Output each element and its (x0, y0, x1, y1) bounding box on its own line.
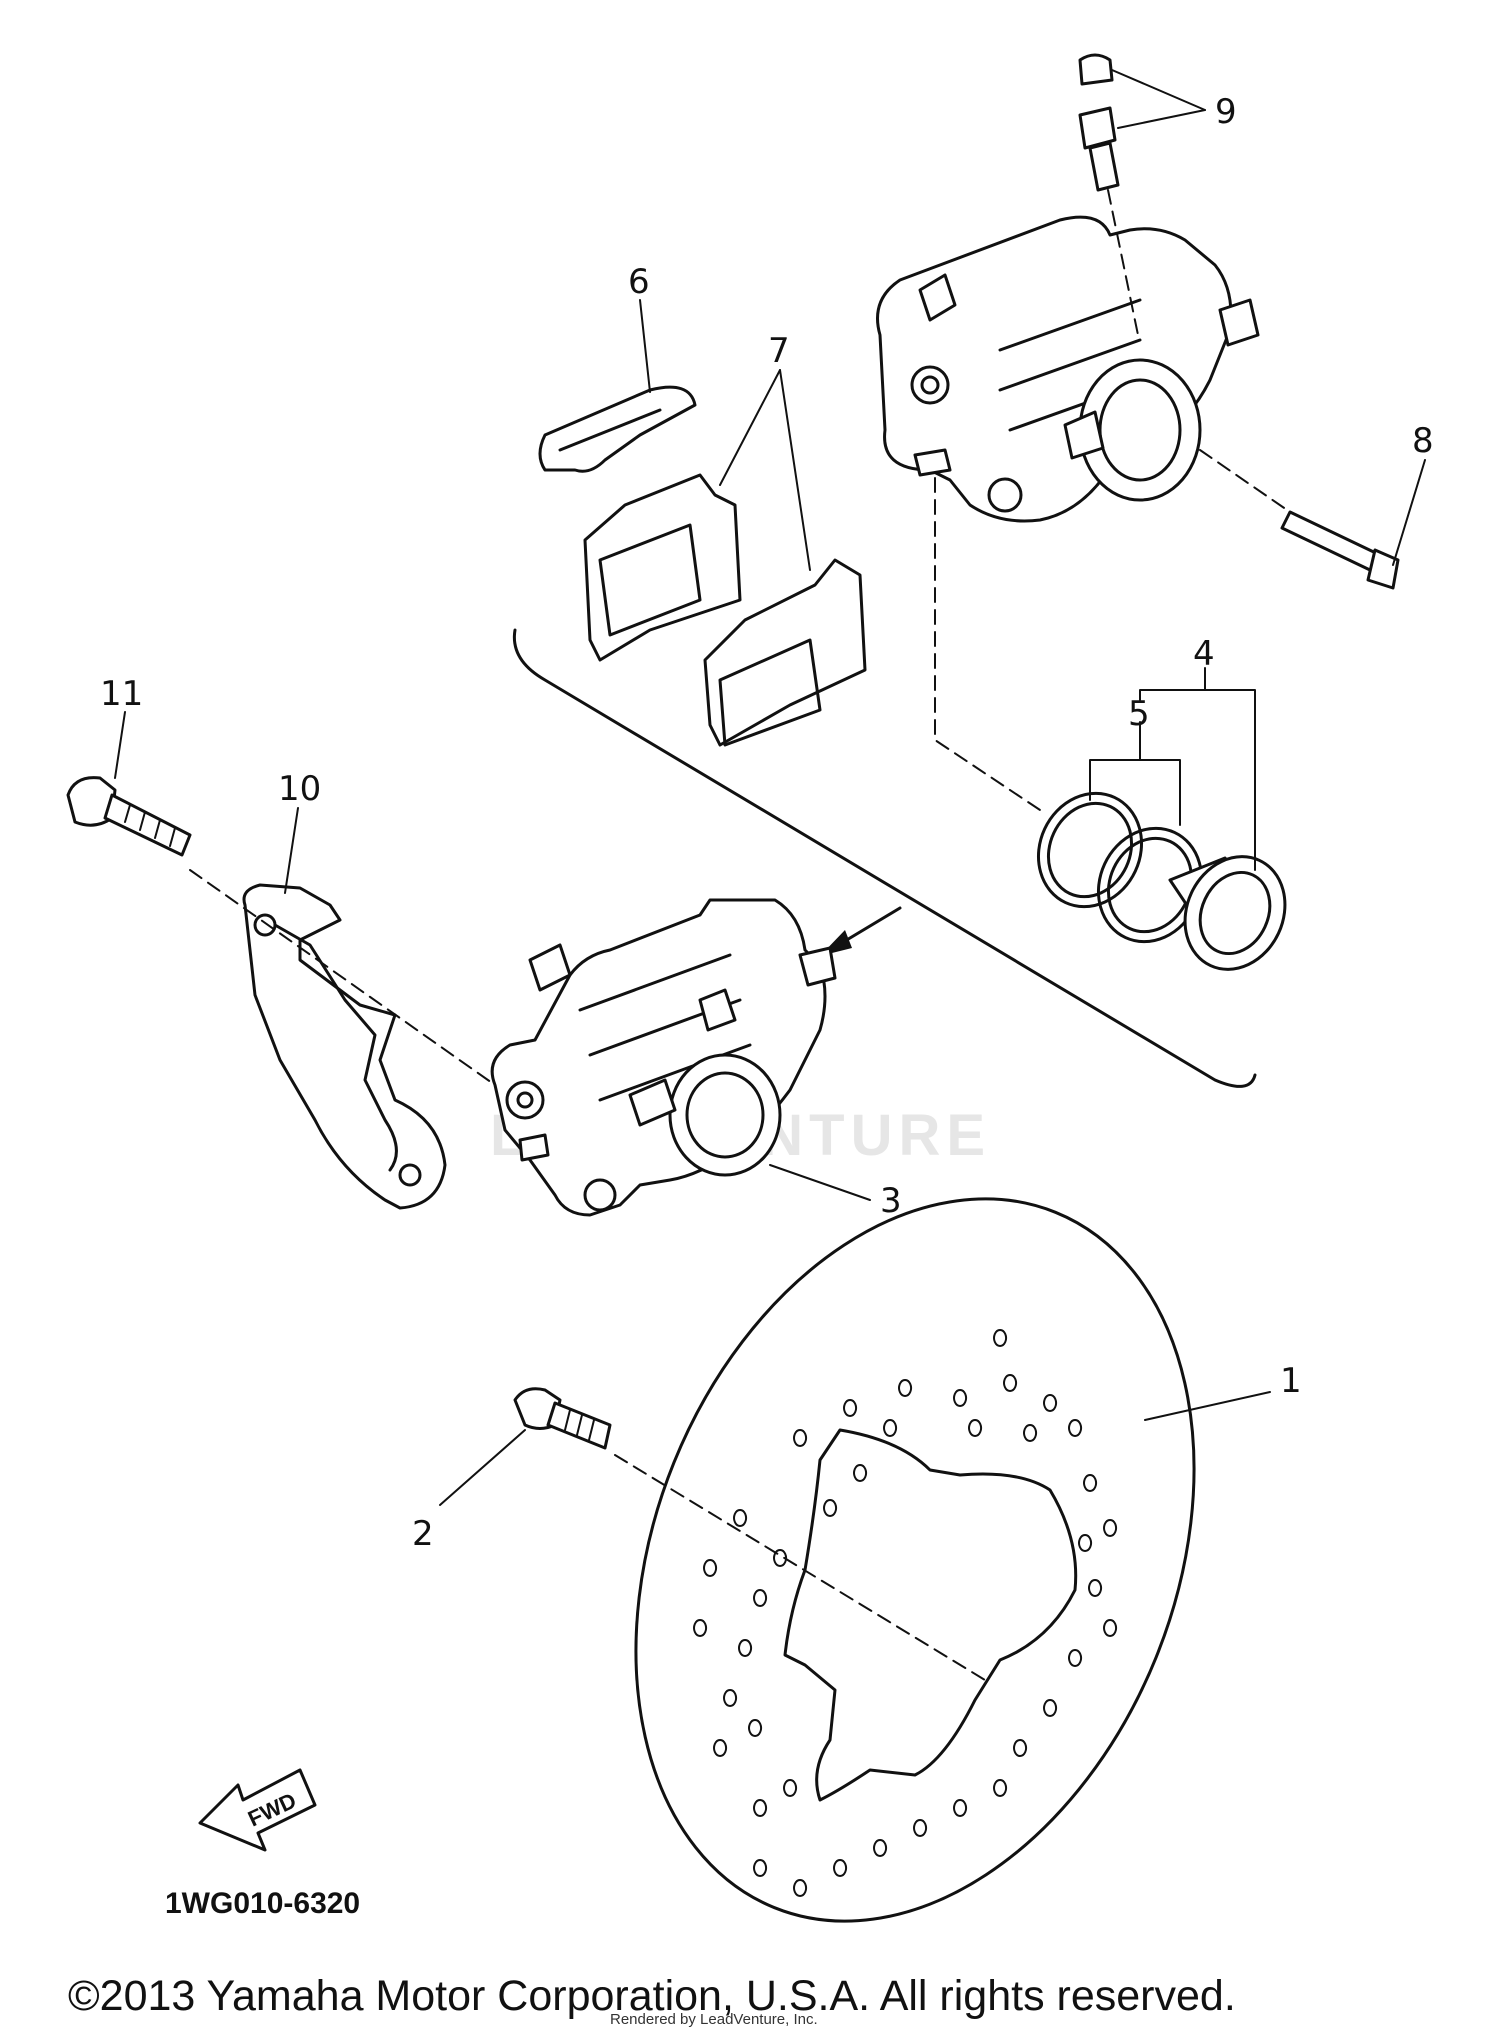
bracket-arrow (820, 906, 902, 956)
callout-11-leader (114, 711, 126, 779)
callout-9-leader (1111, 69, 1206, 129)
callout-7: 7 (768, 331, 790, 371)
callout-7-leader (719, 369, 811, 571)
callout-3-leader (769, 1164, 871, 1201)
callout-9: 9 (1215, 92, 1237, 132)
rendered-by-notice: Rendered by LeadVenture, Inc. (610, 2011, 818, 2028)
drawing-code: 1WG010-6320 (165, 1887, 360, 1920)
copyright-notice: ©2013 Yamaha Motor Corporation, U.S.A. A… (68, 1972, 1236, 2020)
subassembly-bracket (512, 628, 1257, 1088)
pad-spring (538, 385, 697, 473)
callout-4-5-bracket (1089, 667, 1256, 871)
callout-2: 2 (412, 1514, 434, 1554)
piston-guide-line (934, 477, 1041, 811)
bracket-bolt (66, 776, 496, 1086)
piston-seals (1036, 791, 1204, 944)
pin-bolt (1199, 449, 1400, 590)
brake-pad-front (583, 473, 742, 662)
caliper-upper (876, 215, 1260, 523)
callout-6-leader (639, 299, 651, 393)
callout-4: 4 (1193, 634, 1215, 674)
callout-8-leader (1392, 459, 1426, 566)
bleed-screw (1078, 53, 1139, 336)
caliper-assembly (490, 898, 837, 1217)
callout-10-leader (284, 807, 299, 894)
disc-bolt (513, 1387, 986, 1681)
forward-arrow-icon: FWD (198, 1768, 317, 1852)
callout-3: 3 (880, 1181, 902, 1221)
callout-8: 8 (1412, 421, 1434, 461)
callout-5: 5 (1128, 694, 1150, 734)
caliper-bracket (242, 883, 447, 1210)
callout-1: 1 (1280, 1361, 1302, 1401)
piston (1168, 855, 1287, 971)
brake-pad-rear (703, 558, 867, 747)
callout-1-leader (1144, 1391, 1271, 1421)
callout-2-leader (439, 1429, 526, 1506)
callout-6: 6 (628, 262, 650, 302)
callout-11: 11 (100, 674, 143, 714)
brake-disc (634, 1197, 1196, 1923)
callout-10: 10 (278, 769, 321, 809)
